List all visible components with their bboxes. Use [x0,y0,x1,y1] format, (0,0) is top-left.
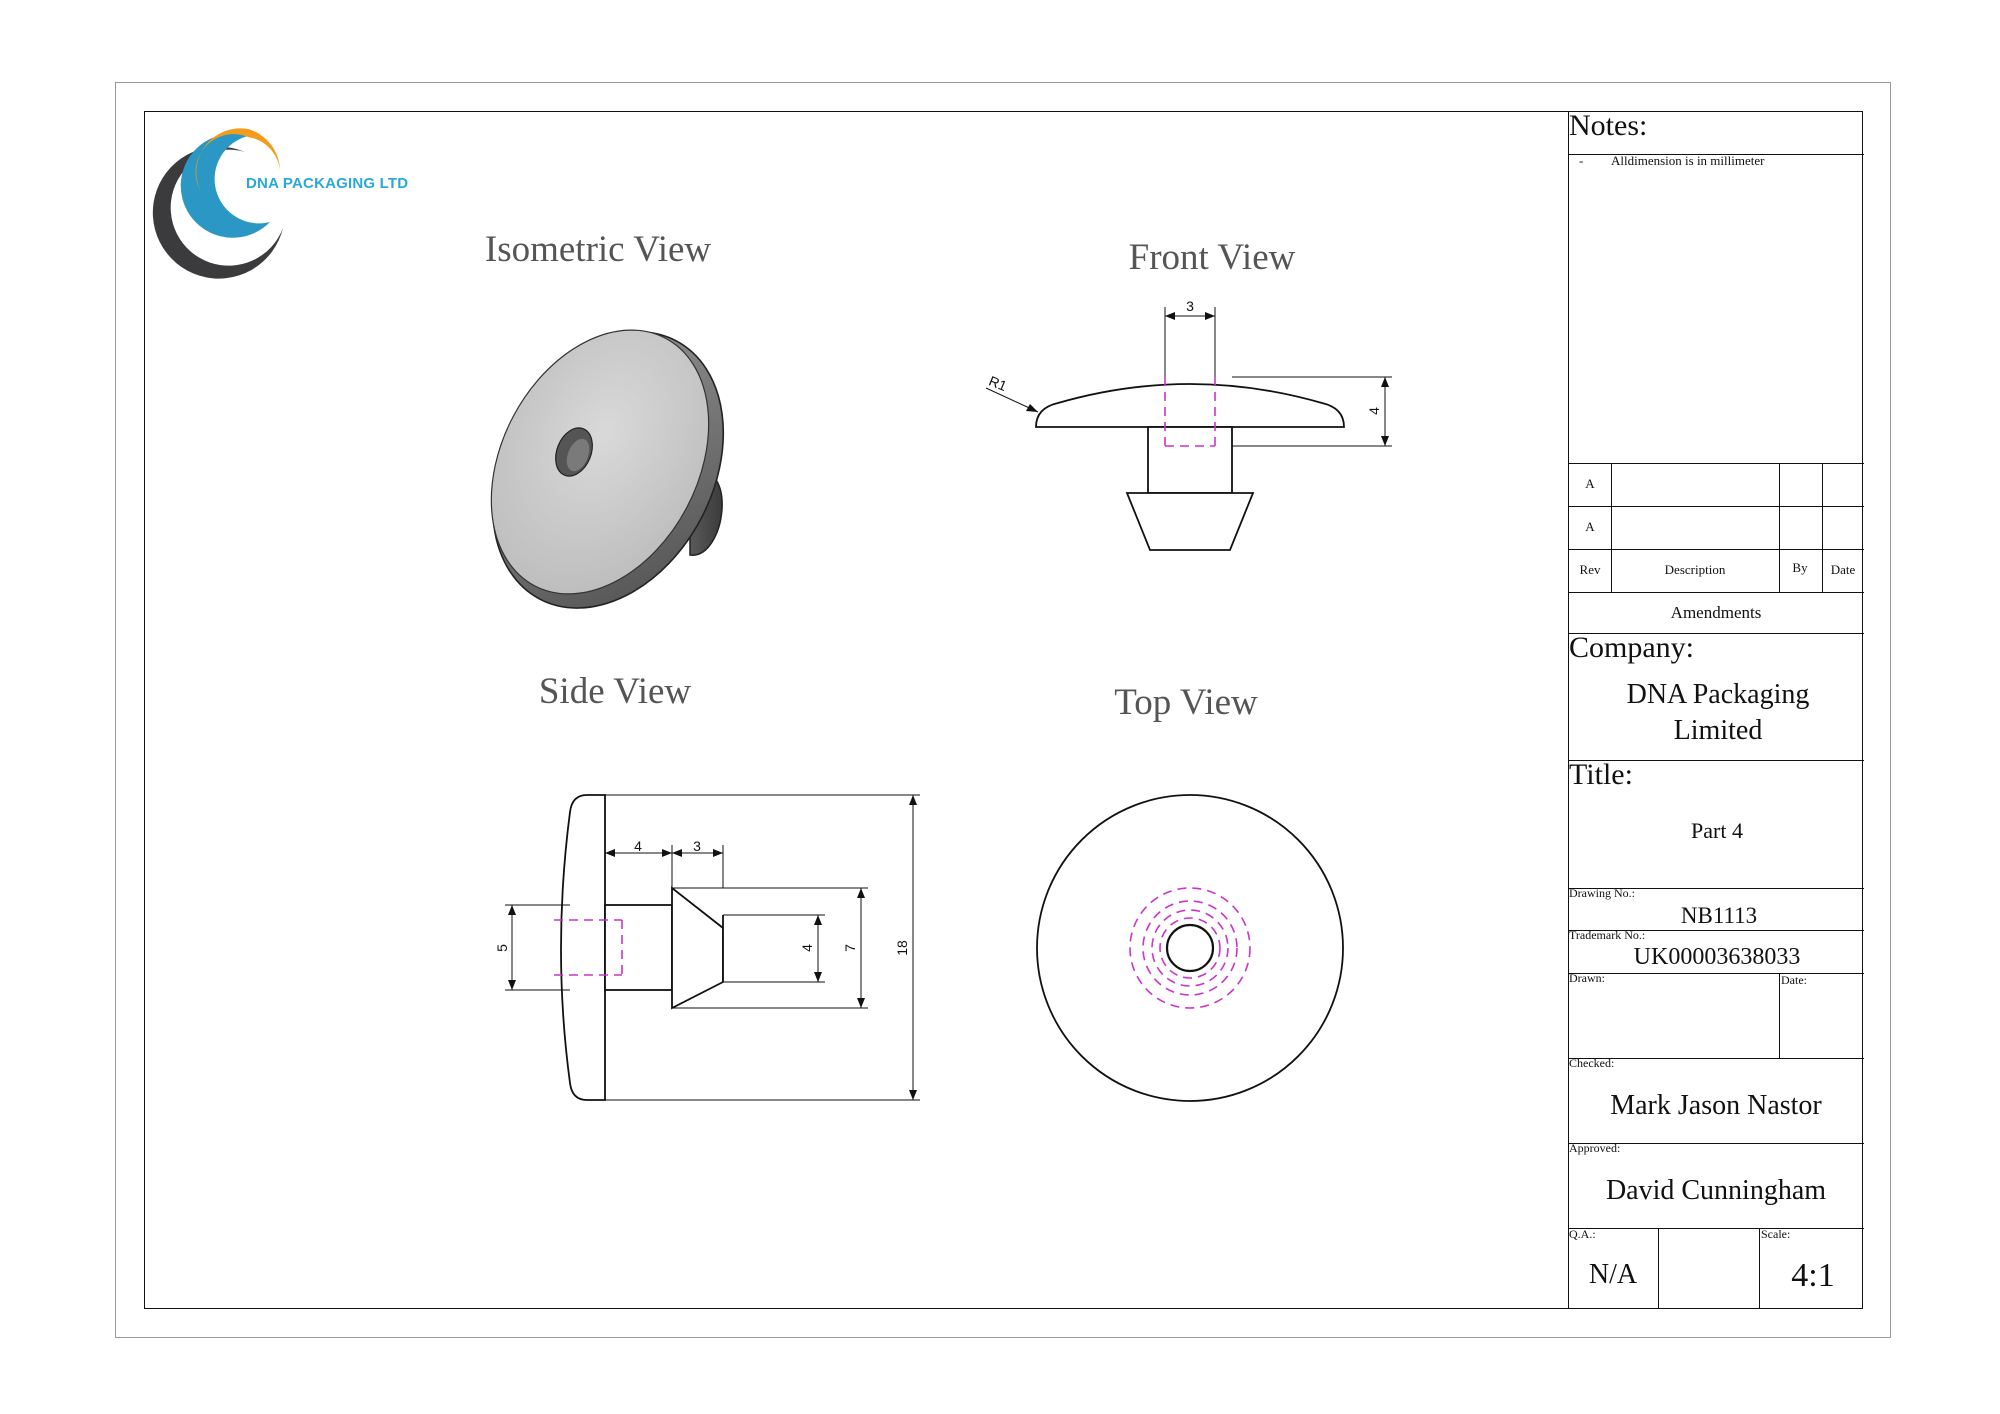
qa-value: N/A [1588,1259,1638,1290]
front-view-drawing [985,307,1392,551]
notes-bullet: - [1579,153,1584,168]
rev-header-by: By [1792,560,1808,575]
notes-line-1: Alldimension is in millimeter [1611,153,1765,168]
front-radius-dim: R1 [987,373,1010,395]
company-name-line-1: DNA Packaging [1626,679,1810,710]
company-logo [152,128,283,279]
side-tip-small-dim: 4 [799,944,815,952]
isometric-view-title: Isometric View [484,229,712,270]
isometric-view-drawing [490,329,725,609]
drawn-label: Drawn: [1569,971,1605,985]
title-block: Notes: - Alldimension is in millimeter A… [1568,109,1864,1309]
trademark-value: UK00003638033 [1633,944,1801,970]
title-label: Title: [1569,758,1633,791]
side-neck-dim: 3 [693,838,701,854]
drawing-no-label: Drawing No.: [1569,886,1635,900]
side-view-drawing [505,794,920,1101]
top-view-title: Top View [1114,682,1258,723]
rev-row-2: A [1585,519,1595,534]
approved-by: David Cunningham [1605,1175,1827,1206]
company-label: Company: [1569,631,1694,664]
date-label: Date: [1781,973,1807,987]
side-hole-dim: 5 [494,944,510,952]
rev-header-date: Date [1830,562,1856,577]
top-view-drawing [1036,794,1344,1102]
checked-label: Checked: [1569,1056,1615,1070]
scale-value: 4:1 [1791,1257,1835,1294]
rev-header-rev: Rev [1579,562,1601,577]
trademark-label: Trademark No.: [1569,928,1646,942]
side-tip-large-dim: 7 [842,944,858,952]
sheet-outer-border [115,82,1891,1338]
qa-label: Q.A.: [1569,1227,1596,1241]
notes-label: Notes: [1569,109,1648,142]
drawing-frame [144,111,1863,1309]
logo-blue-arc [180,133,270,238]
logo-wordmark: DNA PACKAGING LTD [246,175,409,192]
side-view-title: Side View [538,671,692,712]
front-view-title: Front View [1128,237,1296,278]
scale-label: Scale: [1761,1227,1791,1241]
checked-by: Mark Jason Nastor [1610,1090,1822,1121]
side-head-dim: 4 [634,838,642,854]
amendments-label: Amendments [1670,603,1762,622]
side-overall-dim: 18 [894,940,910,956]
rev-row-1: A [1585,476,1595,491]
front-height-dim: 4 [1366,407,1382,415]
part-title: Part 4 [1691,818,1743,843]
front-width-dim: 3 [1186,298,1194,314]
drawing-no-value: NB1113 [1680,903,1758,928]
company-name-line-2: Limited [1673,715,1763,746]
approved-label: Approved: [1569,1141,1621,1155]
rev-header-description: Description [1664,562,1726,577]
